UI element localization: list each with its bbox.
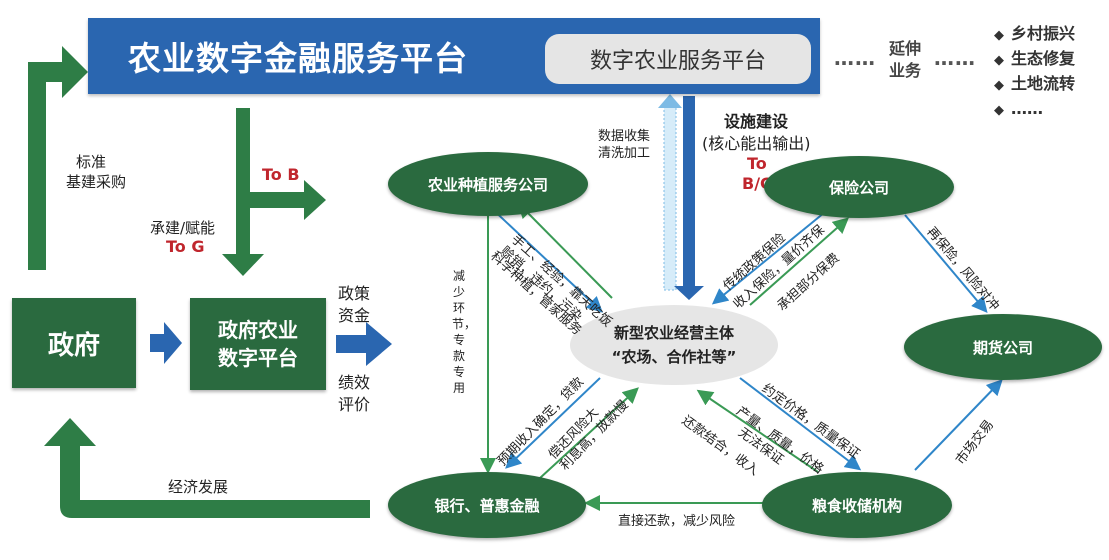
node-center[interactable]: 新型农业经营主体 “农场、合作社等” [570, 305, 778, 385]
node-bank[interactable]: 银行、普惠金融 [388, 472, 586, 538]
extension-item: ◆…… [994, 99, 1043, 118]
arrow-policy [336, 322, 392, 366]
arrow-gov-to-platform [150, 322, 182, 364]
diamond-icon: ◆ [994, 28, 1004, 43]
gov-platform-line1: 政府农业 [218, 318, 298, 342]
node-insurance[interactable]: 保险公司 [764, 156, 954, 218]
label-build: 承建/赋能 [150, 219, 216, 237]
extension-dots-right: …… [934, 46, 976, 70]
extension-label-line1: 延伸 [888, 39, 921, 58]
gov-platform-box[interactable]: 政府农业 数字平台 [190, 298, 326, 390]
label-reduce: 减少环节，专款专用 [452, 269, 477, 395]
government-box[interactable]: 政府 [12, 298, 136, 388]
arrow-to-b [250, 180, 326, 220]
label-direct: 直接还款，减少风险 [618, 514, 736, 529]
label-data-collect: 数据收集 清洗加工 [598, 129, 651, 161]
service-platform-pill[interactable]: 数字农业服务平台 [545, 34, 811, 84]
label-facility: 设施建设 [724, 112, 789, 131]
extension-item: ◆生态修复 [994, 49, 1076, 68]
node-planting[interactable]: 农业种植服务公司 [388, 152, 588, 216]
label-economic: 经济发展 [168, 478, 229, 496]
extension-dots-left: …… [834, 46, 876, 70]
arrow-facility [674, 96, 704, 300]
diamond-icon: ◆ [994, 53, 1004, 68]
extension-item: ◆乡村振兴 [994, 24, 1076, 43]
gov-platform-line2: 数字平台 [218, 346, 298, 370]
diamond-icon: ◆ [994, 78, 1004, 93]
center-line2: “农场、合作社等” [611, 348, 737, 366]
arrow-data-collect [663, 103, 677, 291]
label-policy: 政策 资金 [338, 284, 371, 325]
node-futures[interactable]: 期货公司 [904, 314, 1102, 380]
label-standard: 标准 基建采购 [66, 153, 127, 191]
diamond-icon: ◆ [994, 103, 1004, 118]
extension-label: 延伸 业务 [885, 38, 925, 82]
extension-label-line2: 业务 [888, 61, 921, 80]
arrow-standard-to-platform [28, 46, 88, 270]
arrow-economic [44, 418, 370, 518]
label-core: (核心能出输出) [702, 134, 811, 153]
label-performance: 绩效 评价 [338, 373, 371, 414]
node-grain[interactable]: 粮食收储机构 [762, 472, 952, 538]
label-to-g: To G [166, 237, 205, 256]
arrow-platform-to-gov [222, 108, 264, 276]
label-to-b: To B [262, 165, 300, 184]
platform-title: 农业数字金融服务平台 [128, 39, 468, 78]
extension-item: ◆土地流转 [994, 74, 1076, 93]
extension-list: ◆乡村振兴 ◆生态修复 ◆土地流转 ◆…… [994, 22, 1075, 122]
center-line1: 新型农业经营主体 [613, 324, 734, 342]
